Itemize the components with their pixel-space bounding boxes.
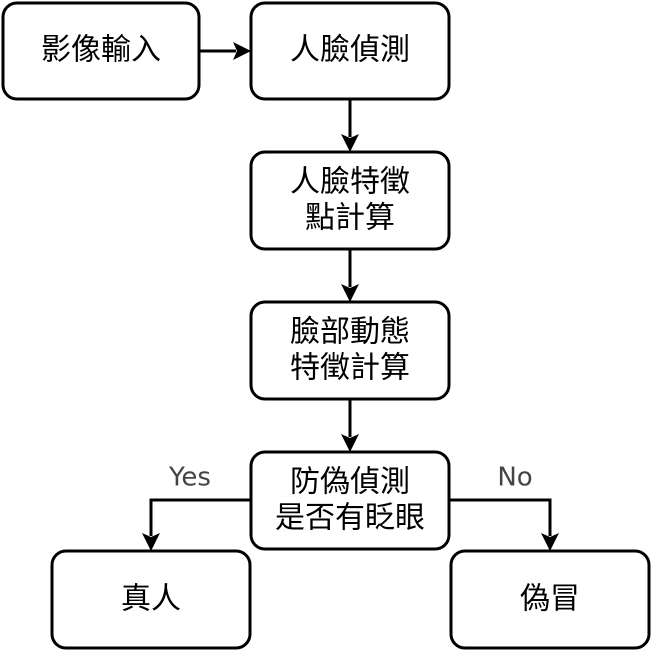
arrow-down-icon — [341, 284, 359, 302]
arrow-down-icon — [341, 434, 359, 452]
node-dynamic-feature-calculation: 臉部動態 特徵計算 — [249, 300, 451, 401]
arrow-down-icon — [541, 533, 559, 551]
node-dynamic-feature-line1: 臉部動態 — [290, 315, 410, 350]
edge-dynamic-to-antispoof — [341, 399, 359, 452]
node-spoof-label: 偽冒 — [520, 582, 580, 617]
node-landmark-calculation-line1: 人臉特徵 — [290, 165, 410, 200]
edge-detection-to-landmarks — [341, 99, 359, 152]
node-dynamic-feature-line2: 特徵計算 — [290, 351, 410, 386]
node-face-detection: 人臉偵測 — [249, 1, 451, 101]
arrow-down-icon — [341, 134, 359, 152]
node-landmark-calculation-line2: 點計算 — [305, 201, 395, 236]
arrow-down-icon — [142, 533, 160, 551]
node-anti-spoof-line1: 防偽偵測 — [290, 465, 410, 500]
node-image-input-label: 影像輸入 — [41, 33, 161, 68]
edge-no-label: No — [497, 463, 532, 493]
edge-antispoof-to-real: Yes — [142, 463, 251, 551]
node-anti-spoof-detection: 防偽偵測 是否有眨眼 — [249, 450, 451, 551]
node-spoof: 偽冒 — [449, 549, 651, 650]
arrow-right-icon — [233, 42, 251, 60]
edge-landmarks-to-dynamic — [341, 249, 359, 302]
node-landmark-calculation: 人臉特徵 點計算 — [249, 150, 451, 251]
node-real-person: 真人 — [50, 549, 252, 650]
edge-yes-label: Yes — [168, 463, 211, 493]
edge-input-to-detection — [199, 42, 251, 60]
node-face-detection-label: 人臉偵測 — [290, 33, 410, 68]
node-anti-spoof-line2: 是否有眨眼 — [275, 501, 425, 536]
node-image-input: 影像輸入 — [1, 1, 201, 101]
node-real-person-label: 真人 — [121, 582, 181, 617]
edge-antispoof-to-spoof: No — [449, 463, 559, 551]
